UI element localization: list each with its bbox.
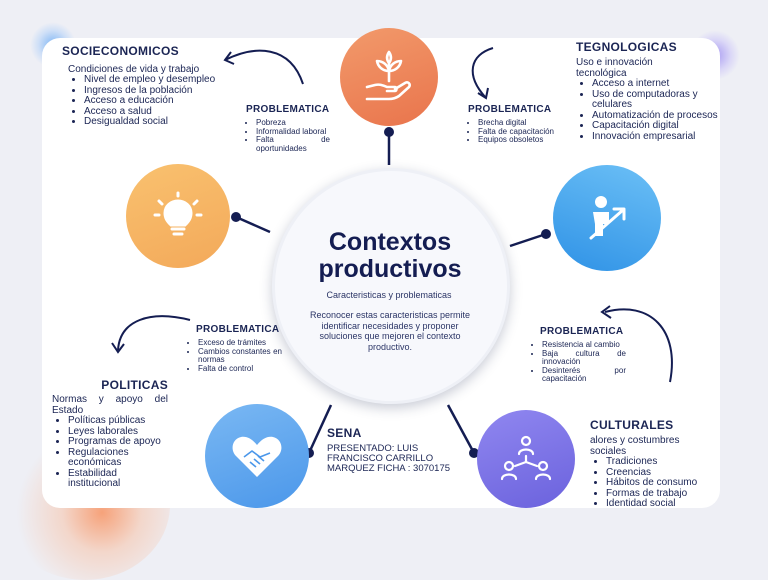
socio-problem-section: PROBLEMATICA Pobreza Informalidad labora… (240, 104, 330, 153)
list-item: Pobreza (256, 118, 330, 128)
list-item: Falta de capacitación (478, 127, 554, 137)
tech-problem-list: Brecha digital Falta de capacitación Equ… (462, 118, 554, 145)
list-item: Brecha digital (478, 118, 554, 128)
list-item: Leyes laborales (68, 426, 168, 438)
list-item: Hábitos de consumo (606, 477, 710, 489)
list-item: Políticas públicas (68, 415, 168, 427)
list-item: Resistencia al cambio (542, 340, 626, 350)
sena-section: SENA PRESENTADO: LUIS FRANCISCO CARRILLO… (327, 426, 451, 474)
handshake-circle (205, 404, 309, 508)
politics-intro: Normas y apoyo del Estado (52, 394, 168, 416)
politics-problem-title: PROBLEMATICA (196, 324, 280, 335)
people-network-circle (477, 410, 575, 508)
culture-problem-list: Resistencia al cambio Baja cultura de in… (526, 340, 626, 384)
politics-title: POLITICAS (101, 378, 168, 392)
list-item: Programas de apoyo (68, 436, 168, 448)
tech-intro: Uso e innovación tecnológica (576, 57, 653, 79)
tech-problem-section: PROBLEMATICA Brecha digital Falta de cap… (462, 104, 554, 145)
tech-problem-title: PROBLEMATICA (468, 104, 552, 115)
tech-title: TEGNOLOGICAS (576, 40, 677, 54)
list-item: Desigualdad social (84, 116, 222, 128)
socio-title: SOCIECONOMICOS (62, 44, 179, 58)
lightbulb-icon (153, 191, 203, 236)
center-subtitle: Caracteristicas y problematicas (326, 290, 452, 300)
politics-problem-section: PROBLEMATICA Exceso de trámites Cambios … (182, 324, 282, 373)
list-item: Cambios constantes en normas (198, 347, 282, 365)
culture-list: Tradiciones Creencias Hábitos de consumo… (590, 456, 710, 510)
sena-title: SENA (327, 426, 362, 440)
list-item: Desinterés por capacitación (542, 366, 626, 384)
list-item: Tradiciones (606, 456, 710, 468)
center-title-line2: productivos (318, 255, 462, 283)
list-item: Ingresos de la población (84, 85, 222, 97)
list-item: Automatización de procesos (592, 110, 718, 122)
list-item: Acceso a educación (84, 95, 222, 107)
tech-list: Acceso a internet Uso de computadoras y … (576, 78, 718, 143)
people-network-icon (500, 435, 552, 481)
list-item: Creencias (606, 467, 710, 479)
culture-title: CULTURALES (590, 418, 674, 432)
culture-problem-title: PROBLEMATICA (540, 326, 624, 337)
socio-section: SOCIECONOMICOS Condiciones de vida y tra… (62, 44, 222, 128)
list-item: Nivel de empleo y desempleo (84, 74, 222, 86)
politics-list: Políticas públicas Leyes laborales Progr… (52, 415, 168, 490)
list-item: Innovación empresarial (592, 131, 718, 143)
list-item: Capacitación digital (592, 120, 718, 132)
list-item: Exceso de trámites (198, 338, 282, 348)
list-item: Regulaciones económicas (68, 447, 168, 469)
tech-section: TEGNOLOGICAS Uso e innovación tecnológic… (576, 40, 718, 142)
politics-problem-list: Exceso de trámites Cambios constantes en… (182, 338, 282, 374)
list-item: Baja cultura de innovación (542, 349, 626, 367)
center-description: Reconocer estas caracteristicas permite … (309, 310, 471, 352)
socio-problem-title: PROBLEMATICA (246, 104, 330, 115)
list-item: Estabilidad institucional (68, 468, 168, 490)
list-item: Uso de computadoras y celulares (592, 89, 718, 111)
center-title: Contextos productivos (278, 229, 502, 283)
socio-list: Nivel de empleo y desempleo Ingresos de … (68, 74, 222, 128)
center-circle (272, 168, 510, 404)
socio-intro: Condiciones de vida y trabajo (68, 64, 200, 75)
sena-text: PRESENTADO: LUIS FRANCISCO CARRILLO MARQ… (327, 443, 451, 474)
plant-hand-circle (340, 28, 438, 126)
culture-intro: alores y costumbres sociales (590, 435, 680, 457)
socio-problem-list: Pobreza Informalidad laboral Falta de op… (240, 118, 330, 153)
handshake-heart-icon (232, 436, 282, 477)
person-growth-icon (589, 196, 626, 240)
list-item: Formas de trabajo (606, 488, 710, 500)
lightbulb-circle (126, 164, 230, 268)
person-growth-circle (553, 165, 661, 271)
list-item: Acceso a internet (592, 78, 718, 90)
list-item: Falta de oportunidades (256, 135, 330, 153)
center-title-line1: Contextos (328, 228, 452, 256)
list-item: Equipos obsoletos (478, 135, 554, 145)
list-item: Falta de control (198, 364, 282, 374)
list-item: Acceso a salud (84, 106, 222, 118)
politics-section: POLITICAS Normas y apoyo del Estado Polí… (52, 378, 168, 490)
list-item: Identidad social (606, 498, 710, 510)
culture-section: CULTURALES alores y costumbres sociales … (590, 418, 710, 510)
plant-hand-icon (365, 50, 411, 101)
list-item: Informalidad laboral (256, 127, 330, 137)
culture-problem-section: PROBLEMATICA Resistencia al cambio Baja … (526, 326, 626, 384)
